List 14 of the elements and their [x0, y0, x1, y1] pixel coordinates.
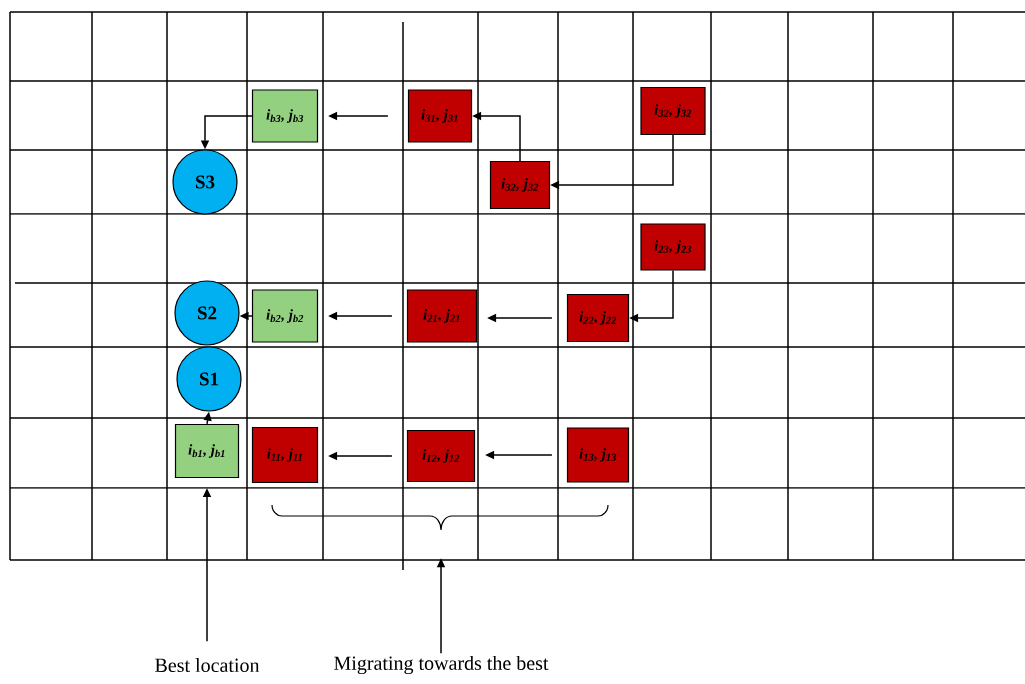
- cell-box: i$_{23}$, j$_{23}$: [640, 223, 706, 271]
- best-cell-box: i$_{b3}$, j$_{b3}$: [251, 89, 319, 143]
- cell-box: i$_{31}$, j$_{31}$: [407, 89, 473, 143]
- cell-box: i$_{32}$, j$_{32}$: [489, 160, 551, 210]
- cell-box: i$_{12}$, j$_{12}$: [406, 429, 476, 483]
- caption-text: Migrating towards the best: [334, 655, 549, 675]
- cell-box: i$_{13}$, j$_{13}$: [566, 427, 630, 483]
- cell-box: i$_{32}$, j$_{32}$: [640, 86, 706, 136]
- best-cell-box: i$_{b1}$, j$_{b1}$: [174, 423, 240, 479]
- best-cell-box: i$_{b2}$, j$_{b2}$: [251, 289, 319, 343]
- cell-box: i$_{21}$, j$_{21}$: [406, 289, 478, 343]
- caption-text: Best location: [155, 657, 260, 672]
- cell-box: i$_{11}$, j$_{11}$: [251, 426, 319, 484]
- cell-box: i$_{22}$, j$_{22}$: [566, 293, 630, 343]
